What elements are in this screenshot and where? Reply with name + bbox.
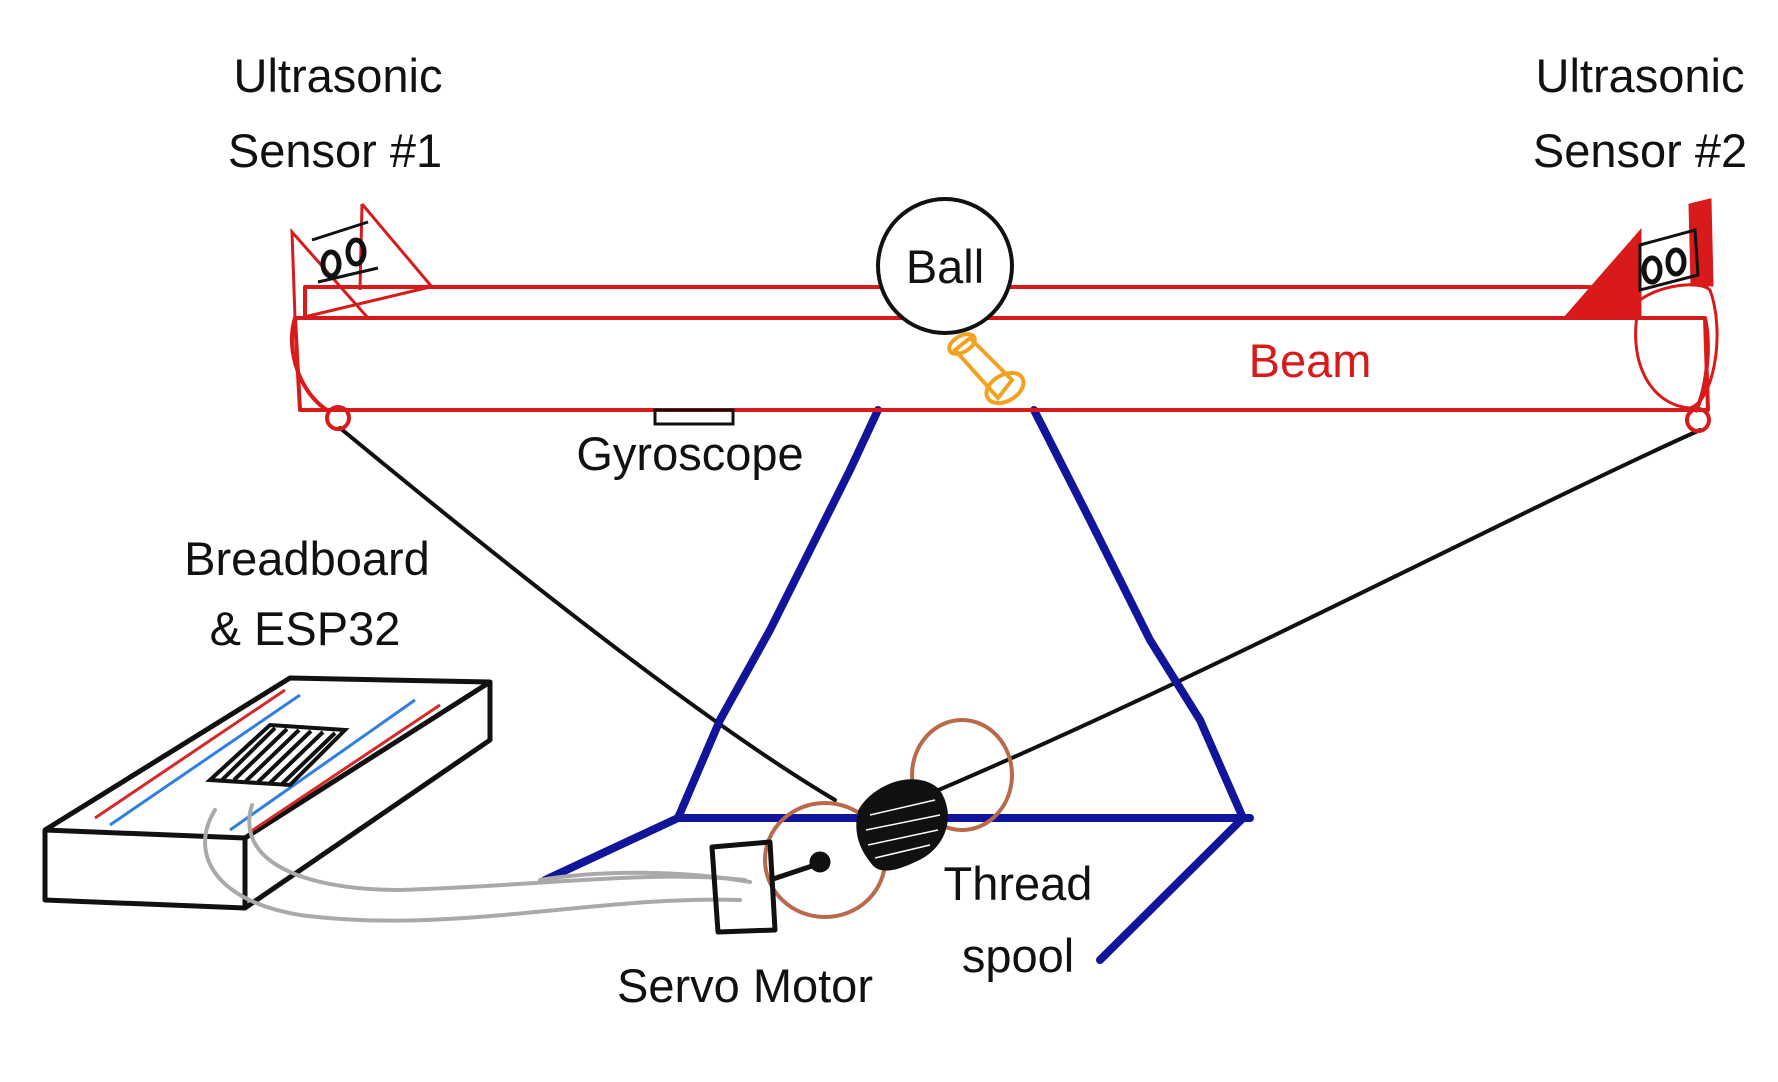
sensor-2-tab [1690,200,1712,285]
sensor-2-label-line1: Ultrasonic [1536,49,1745,102]
esp32-chip [210,725,345,785]
stand-right-foot [1100,818,1243,960]
beam-label: Beam [1249,334,1372,387]
breadboard-label-line1: Breadboard [184,532,430,585]
beam [292,287,1709,431]
threads [340,428,1700,800]
ultrasonic-sensor-1 [292,204,432,318]
sensor-1-transducer-a [323,252,339,276]
stand-right-leg [1034,410,1243,818]
ultrasonic-sensor-2 [1565,200,1717,408]
breadboard-outline [45,678,490,908]
servo-shaft [812,854,828,870]
servo-motor-label: Servo Motor [617,959,873,1012]
breadboard-label-line2: & ESP32 [210,602,401,655]
sensor-2-transducer-b [1668,250,1684,274]
thread-right [915,430,1700,800]
servo-horn [770,865,815,880]
gyro-chip [946,330,1029,409]
gyroscope-label: Gyroscope [576,427,803,480]
thread-spool-label-line2: spool [962,929,1074,982]
thread-left [340,428,835,800]
stand-left-foot [545,818,678,880]
sensor-1-label-line1: Ultrasonic [234,49,443,102]
sensor-1-board [312,222,378,282]
sensor-1-label-line2: Sensor #1 [228,124,442,177]
sensor-2-label-line2: Sensor #2 [1533,124,1747,177]
breadboard [45,678,490,908]
beam-right-hook [1687,409,1709,431]
ball-label: Ball [906,240,984,293]
spool-thread-winding [858,781,947,869]
sensor-2-bracket [1565,232,1640,318]
gyroscope-board [655,410,733,424]
sensor-2-transducer-a [1644,258,1660,282]
thread-spool-label-line1: Thread [944,857,1093,910]
sensor-1-transducer-b [348,240,364,264]
